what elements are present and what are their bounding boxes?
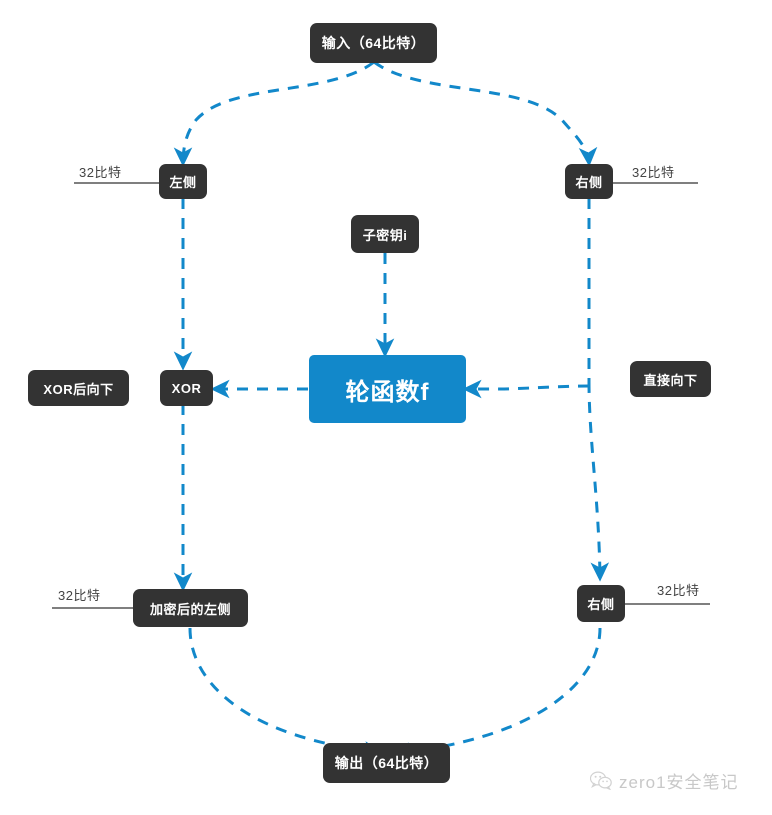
node-left-top-label: 左侧 [169,175,197,190]
node-subkey[interactable]: 子密钥i [351,215,419,253]
edge-right-to-function [462,379,590,399]
node-direct-note-label: 直接向下 [643,372,698,388]
edge-right-down-lower [587,381,610,582]
node-left-top[interactable]: 左侧 [159,164,207,199]
node-right-top[interactable]: 右侧 [565,164,613,199]
node-output[interactable]: 输出（64比特） [323,743,450,783]
node-output-label: 输出（64比特） [334,755,439,771]
bit-label-right-bottom: 32比特 [657,583,700,598]
node-encrypted-left[interactable]: 加密后的左侧 [133,589,248,627]
node-round-function[interactable]: 轮函数f [309,355,466,423]
node-xor-note[interactable]: XOR后向下 [28,370,129,406]
node-direct-note[interactable]: 直接向下 [630,361,711,397]
wechat-icon [590,771,612,790]
bit-label-right-top: 32比特 [632,165,675,180]
node-encrypted-left-label: 加密后的左侧 [149,601,231,617]
node-subkey-label: 子密钥i [362,227,408,243]
edge-input-to-left [173,60,375,167]
node-round-function-label: 轮函数f [345,378,430,406]
node-xor-note-label: XOR后向下 [43,381,114,397]
watermark-text: zero1安全笔记 [619,773,739,792]
bit-label-left-bottom: 32比特 [58,588,101,603]
node-right-bottom-label: 右侧 [587,597,615,612]
node-xor-label: XOR [171,380,202,396]
edge-input-to-right [373,60,598,167]
node-xor[interactable]: XOR [160,370,213,406]
bit-label-left-top: 32比特 [79,165,122,180]
edge-encrypted-left-to-output [188,627,384,760]
watermark: zero1安全笔记 [590,768,739,793]
node-input[interactable]: 输入（64比特） [310,23,437,63]
node-right-bottom[interactable]: 右侧 [577,585,625,622]
node-input-label: 输入（64比特） [321,35,426,51]
node-right-top-label: 右侧 [575,175,603,190]
edge-right-to-output [390,627,602,761]
